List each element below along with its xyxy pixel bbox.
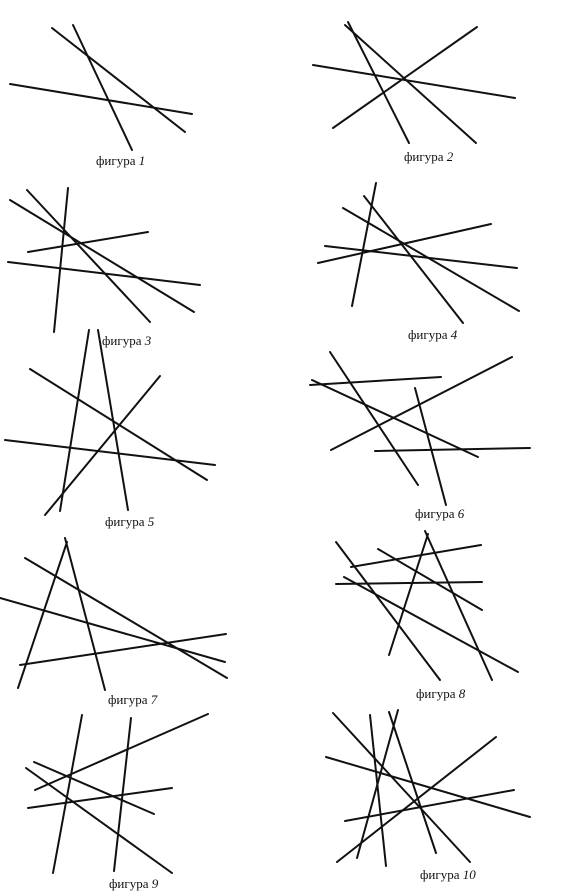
caption-word: фигура: [416, 686, 456, 701]
caption-number: 10: [462, 867, 476, 882]
figure-8-line-2: [335, 541, 441, 681]
figure-9-line-3: [27, 787, 173, 809]
figure-10-line-5: [369, 714, 387, 867]
caption-number: 3: [144, 333, 152, 348]
figure-4-line-1: [351, 182, 377, 307]
figure-6-line-5: [414, 387, 447, 506]
figure-9-line-4: [52, 714, 83, 874]
figure-6-line-4: [330, 356, 513, 451]
figure-8-line-7: [335, 581, 483, 585]
figure-3-line-4: [27, 231, 149, 253]
figure-5-line-4: [44, 375, 161, 516]
caption-word: фигура: [96, 153, 136, 168]
figure-3-line-2: [26, 189, 151, 323]
caption-number: 6: [457, 506, 465, 521]
figure-10-line-1: [332, 712, 471, 863]
figure-7-line-1: [24, 557, 228, 679]
figure-4-line-3: [363, 195, 464, 324]
figure-4-line-5: [324, 245, 518, 269]
figure-2-line-2: [332, 26, 478, 129]
figure-9-line-6: [33, 761, 155, 815]
figure-4: [317, 182, 520, 324]
figure-8-line-5: [424, 530, 493, 681]
caption-word: фигура: [408, 327, 448, 342]
figure-1-line-1: [51, 27, 186, 133]
figure-7-line-5: [17, 541, 68, 689]
figure-2-line-3: [347, 21, 410, 144]
figure-10-line-3: [344, 789, 515, 822]
caption-number: 1: [138, 153, 146, 168]
caption-figure-8: фигура 8: [416, 686, 465, 702]
figure-7-line-4: [64, 537, 106, 691]
caption-number: 8: [458, 686, 466, 701]
caption-figure-4: фигура 4: [408, 327, 457, 343]
figure-1-line-3: [9, 83, 193, 115]
figure-2-line-4: [344, 24, 477, 144]
figure-8-line-3: [343, 576, 519, 673]
figure-5-line-5: [4, 439, 216, 466]
figure-6-line-3: [311, 379, 479, 458]
caption-figure-10: фигура 10: [420, 867, 476, 883]
caption-word: фигура: [105, 514, 145, 529]
figure-10-line-6: [356, 709, 399, 859]
figure-4-line-2: [342, 207, 520, 312]
figure-7-line-3: [19, 633, 227, 666]
caption-figure-6: фигура 6: [415, 506, 464, 522]
figure-1: [9, 24, 193, 151]
figure-9-line-2: [34, 713, 209, 791]
figure-3-line-1: [9, 199, 195, 313]
caption-word: фигура: [415, 506, 455, 521]
figure-6-line-2: [329, 351, 419, 486]
caption-figure-1: фигура 1: [96, 153, 145, 169]
caption-figure-7: фигура 7: [108, 692, 157, 708]
figure-4-line-4: [317, 223, 492, 264]
figure-9-line-5: [113, 717, 132, 872]
figure-8: [335, 530, 519, 681]
figure-8-line-6: [388, 533, 429, 656]
figure-3-line-5: [7, 261, 201, 286]
caption-word: фигура: [109, 876, 149, 891]
figure-10-line-4: [336, 736, 497, 863]
figure-7-line-2: [0, 597, 226, 663]
figure-10: [325, 709, 531, 867]
figure-1-line-2: [72, 24, 133, 151]
caption-figure-9: фигура 9: [109, 876, 158, 892]
figure-5-line-2: [97, 329, 129, 511]
caption-number: 7: [150, 692, 158, 707]
caption-number: 5: [147, 514, 155, 529]
caption-figure-2: фигура 2: [404, 149, 453, 165]
figure-9-line-1: [25, 767, 173, 874]
caption-figure-5: фигура 5: [105, 514, 154, 530]
figure-2: [312, 21, 516, 144]
figure-8-line-1: [377, 548, 483, 611]
figure-5-line-3: [59, 329, 90, 512]
caption-number: 4: [450, 327, 458, 342]
caption-word: фигура: [420, 867, 460, 882]
figure-10-line-2: [325, 756, 531, 818]
figure-10-line-7: [388, 711, 437, 854]
figure-6-line-6: [374, 447, 531, 452]
caption-word: фигура: [108, 692, 148, 707]
figure-5: [4, 329, 216, 516]
caption-number: 9: [151, 876, 159, 891]
caption-word: фигура: [404, 149, 444, 164]
figure-6-line-1: [309, 376, 442, 386]
caption-number: 2: [446, 149, 454, 164]
caption-figure-3: фигура 3: [102, 333, 151, 349]
figure-3: [7, 187, 201, 333]
figure-2-line-1: [312, 64, 516, 99]
figure-3-line-3: [53, 187, 69, 333]
figure-5-line-1: [29, 368, 208, 481]
figure-6: [309, 351, 531, 506]
figure-9: [25, 713, 209, 874]
caption-word: фигура: [102, 333, 142, 348]
figure-8-line-4: [350, 544, 482, 568]
figure-7: [0, 537, 228, 691]
